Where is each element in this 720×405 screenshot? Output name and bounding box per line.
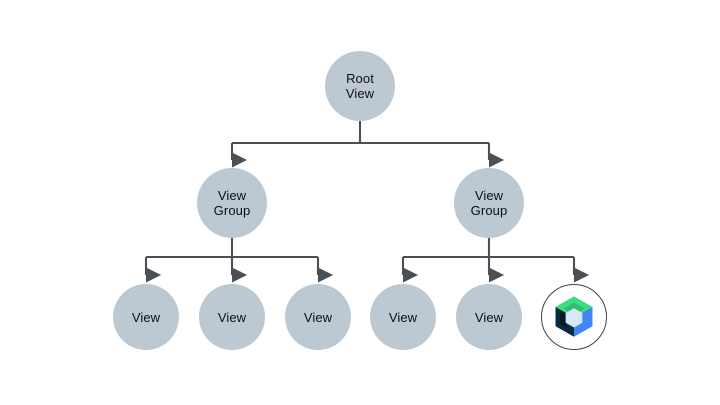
node-view-group-left[interactable]: View Group xyxy=(197,168,267,238)
node-view-group-left-label: View Group xyxy=(213,188,251,218)
node-view-3[interactable]: View xyxy=(285,284,351,350)
node-compose-interop[interactable] xyxy=(541,284,607,350)
node-view-group-right[interactable]: View Group xyxy=(454,168,524,238)
node-view-2[interactable]: View xyxy=(199,284,265,350)
node-view-4[interactable]: View xyxy=(370,284,436,350)
node-view-group-right-label: View Group xyxy=(470,188,508,218)
node-view-1[interactable]: View xyxy=(113,284,179,350)
node-root-view[interactable]: Root View xyxy=(325,51,395,121)
node-view-4-label: View xyxy=(388,309,418,325)
node-view-5[interactable]: View xyxy=(456,284,522,350)
node-root-view-label: Root View xyxy=(345,71,375,101)
node-view-1-label: View xyxy=(131,309,161,325)
node-view-2-label: View xyxy=(217,309,247,325)
node-view-5-label: View xyxy=(474,309,504,325)
jetpack-compose-logo-icon xyxy=(555,296,593,337)
node-view-3-label: View xyxy=(303,309,333,325)
